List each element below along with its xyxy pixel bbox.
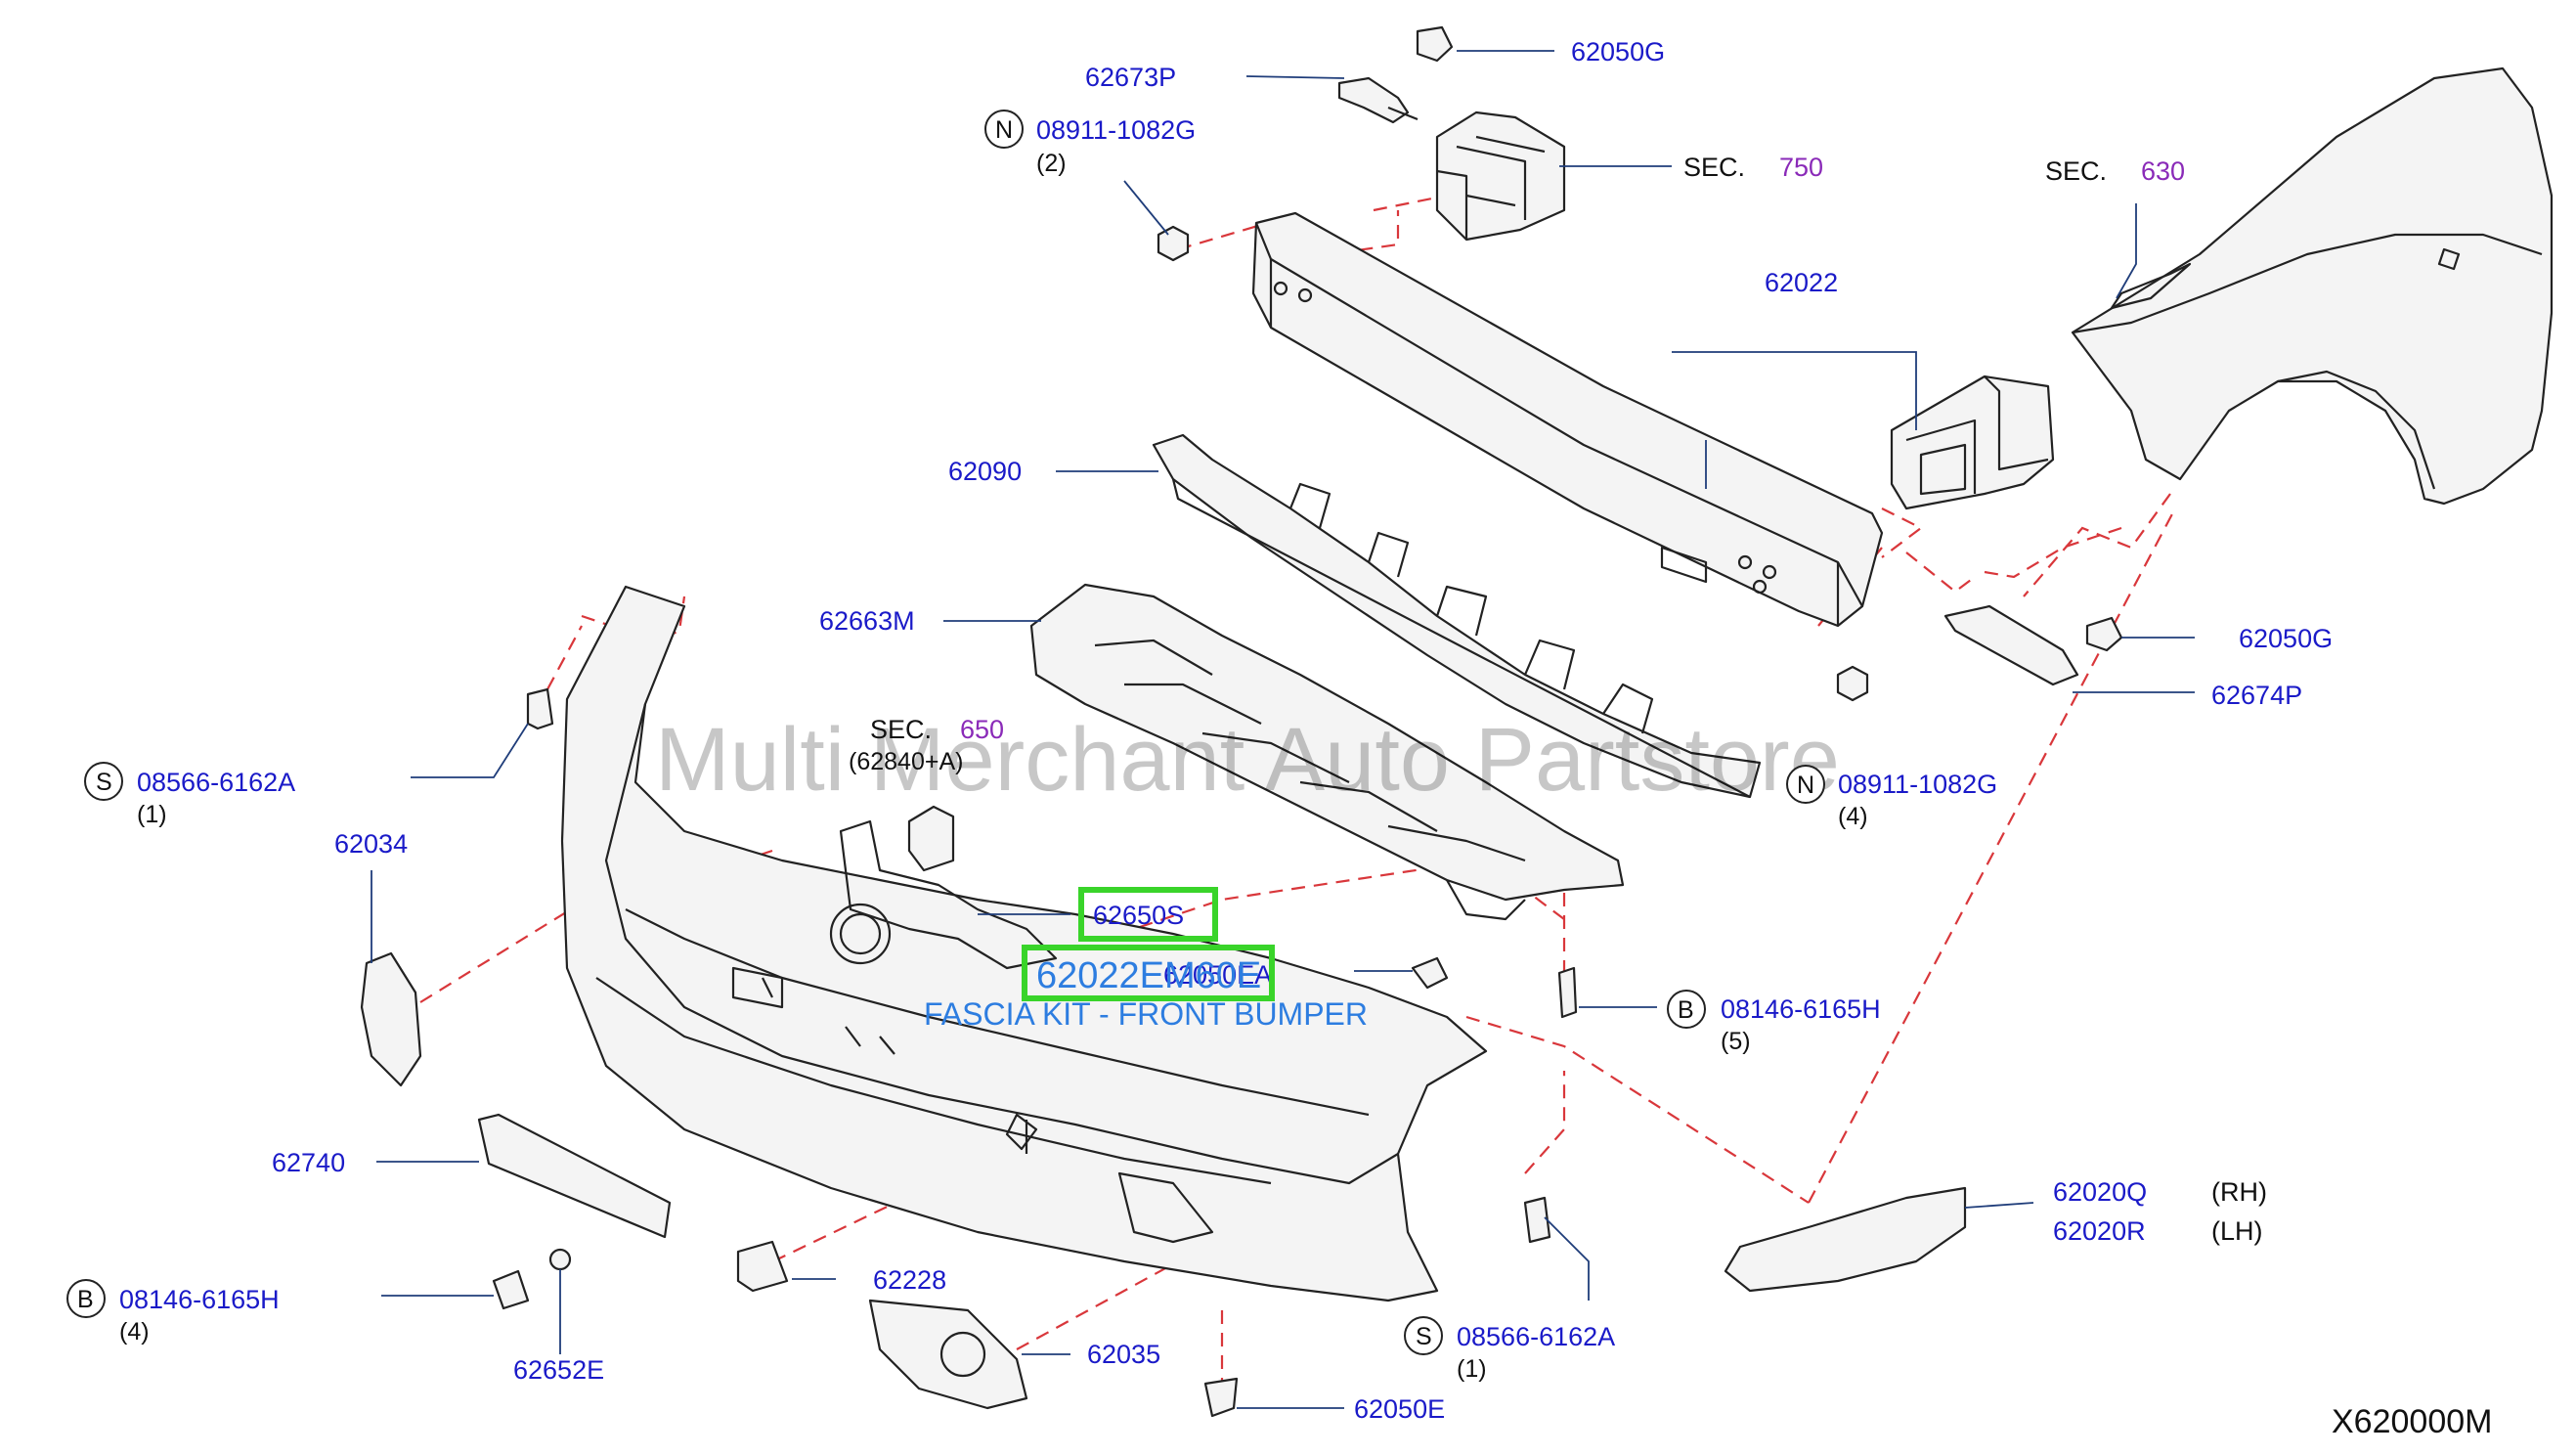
label-62740[interactable]: 62740 (272, 1148, 345, 1177)
qty-08911-top: (2) (1036, 150, 1067, 177)
sec-650-sub: (62840+A) (849, 748, 963, 775)
cap-62228 (736, 1240, 789, 1293)
n-letter-top: N (995, 116, 1013, 144)
n-letter-right: N (1797, 772, 1814, 799)
label-62020R[interactable]: 62020R (2053, 1216, 2146, 1246)
fender (2071, 66, 2554, 506)
bracket-62034 (360, 951, 422, 1087)
bolt-08146-right (1557, 966, 1578, 1019)
s-badge-left (84, 762, 123, 801)
nut-08911-top (1157, 225, 1190, 262)
label-62652E[interactable]: 62652E (513, 1355, 604, 1385)
small-parts (360, 25, 2123, 1418)
label-08911-top[interactable]: 08911-1082G (1036, 115, 1196, 145)
label-62022[interactable]: 62022 (1765, 268, 1838, 297)
label-08911-right[interactable]: 08911-1082G (1838, 770, 1997, 799)
screw-08566-bottom (1523, 1196, 1551, 1244)
highlight-62650S (1078, 887, 1218, 942)
n-badge-top (984, 110, 1024, 149)
b-letter-right: B (1678, 996, 1694, 1024)
bracket-62674P (1943, 604, 2079, 686)
crash-box (1890, 375, 2055, 510)
qty-08566-bottom: (1) (1457, 1355, 1487, 1383)
watermark: Multi Merchant Auto Partstore (655, 710, 1840, 810)
sec-750-num[interactable]: 750 (1779, 153, 1823, 182)
screw-08566-left (526, 687, 554, 730)
clip-62050E (1203, 1377, 1239, 1418)
bracket-62673P (1337, 76, 1410, 124)
b-letter-left: B (77, 1286, 94, 1313)
bracket-62740 (477, 1113, 672, 1239)
clip-62050G-top (1416, 25, 1454, 63)
qty-08146-right: (5) (1721, 1028, 1751, 1055)
leader-lines (371, 50, 2195, 1409)
clip-62652E (548, 1248, 572, 1271)
label-62050G-top[interactable]: 62050G (1571, 37, 1665, 66)
diagram-code: X620000M (2332, 1403, 2492, 1440)
label-62050EA[interactable]: 62050EA (1163, 960, 1272, 990)
s-letter-bottom: S (1416, 1323, 1432, 1350)
label-rh: (RH) (2211, 1177, 2267, 1207)
fascia-kit-caption: FASCIA KIT - FRONT BUMPER (924, 996, 1368, 1032)
label-08566-bottom[interactable]: 08566-6162A (1457, 1322, 1615, 1351)
s-letter-left: S (96, 769, 112, 796)
qty-08911-right: (4) (1838, 803, 1868, 830)
sec-750-prefix: SEC. (1683, 153, 1745, 182)
qty-08566-left: (1) (137, 801, 167, 828)
sec-650-prefix: SEC. (870, 715, 932, 744)
label-08146-left[interactable]: 08146-6165H (119, 1285, 280, 1314)
nut-08911-right (1836, 665, 1869, 702)
label-62022EM60E[interactable]: 62022EM60E (1036, 955, 1261, 996)
label-62034[interactable]: 62034 (334, 829, 408, 859)
label-62673P[interactable]: 62673P (1085, 63, 1176, 92)
s-badge-bottom (1404, 1316, 1443, 1355)
b-badge-right (1667, 990, 1706, 1029)
sec-630-prefix: SEC. (2045, 156, 2107, 186)
label-62050G-right[interactable]: 62050G (2239, 624, 2333, 653)
label-08566-left[interactable]: 08566-6162A (137, 768, 295, 797)
bumper-fascia (560, 585, 1488, 1302)
sec-630-num[interactable]: 630 (2141, 156, 2185, 186)
upper-bracket (1435, 110, 1566, 242)
label-lh: (LH) (2211, 1216, 2263, 1246)
label-62090[interactable]: 62090 (948, 457, 1022, 486)
qty-08146-left: (4) (119, 1318, 150, 1346)
b-badge-left (66, 1279, 106, 1318)
fog-cover-62035 (868, 1299, 1028, 1410)
clip-62050EA (1411, 956, 1449, 990)
label-62674P[interactable]: 62674P (2211, 681, 2302, 710)
n-badge-right (1786, 765, 1825, 804)
label-62650S[interactable]: 62650S (1093, 901, 1184, 930)
under-cover (1029, 583, 1625, 921)
sec650-clip (907, 805, 955, 872)
label-08146-right[interactable]: 08146-6165H (1721, 994, 1881, 1024)
bolt-08146-left (492, 1269, 530, 1310)
reinforcement-beam (1251, 211, 1884, 628)
label-62020Q[interactable]: 62020Q (2053, 1177, 2147, 1207)
molding-62020 (1724, 1186, 1967, 1293)
energy-absorber (1152, 433, 1762, 799)
clip-62050G-right (2085, 616, 2123, 652)
label-62035[interactable]: 62035 (1087, 1340, 1160, 1369)
label-62228[interactable]: 62228 (873, 1265, 946, 1295)
label-62663M[interactable]: 62663M (819, 606, 915, 636)
sec-650-num[interactable]: 650 (960, 715, 1004, 744)
highlight-62022EM60E (1022, 945, 1275, 1001)
label-62050E[interactable]: 62050E (1354, 1394, 1445, 1424)
